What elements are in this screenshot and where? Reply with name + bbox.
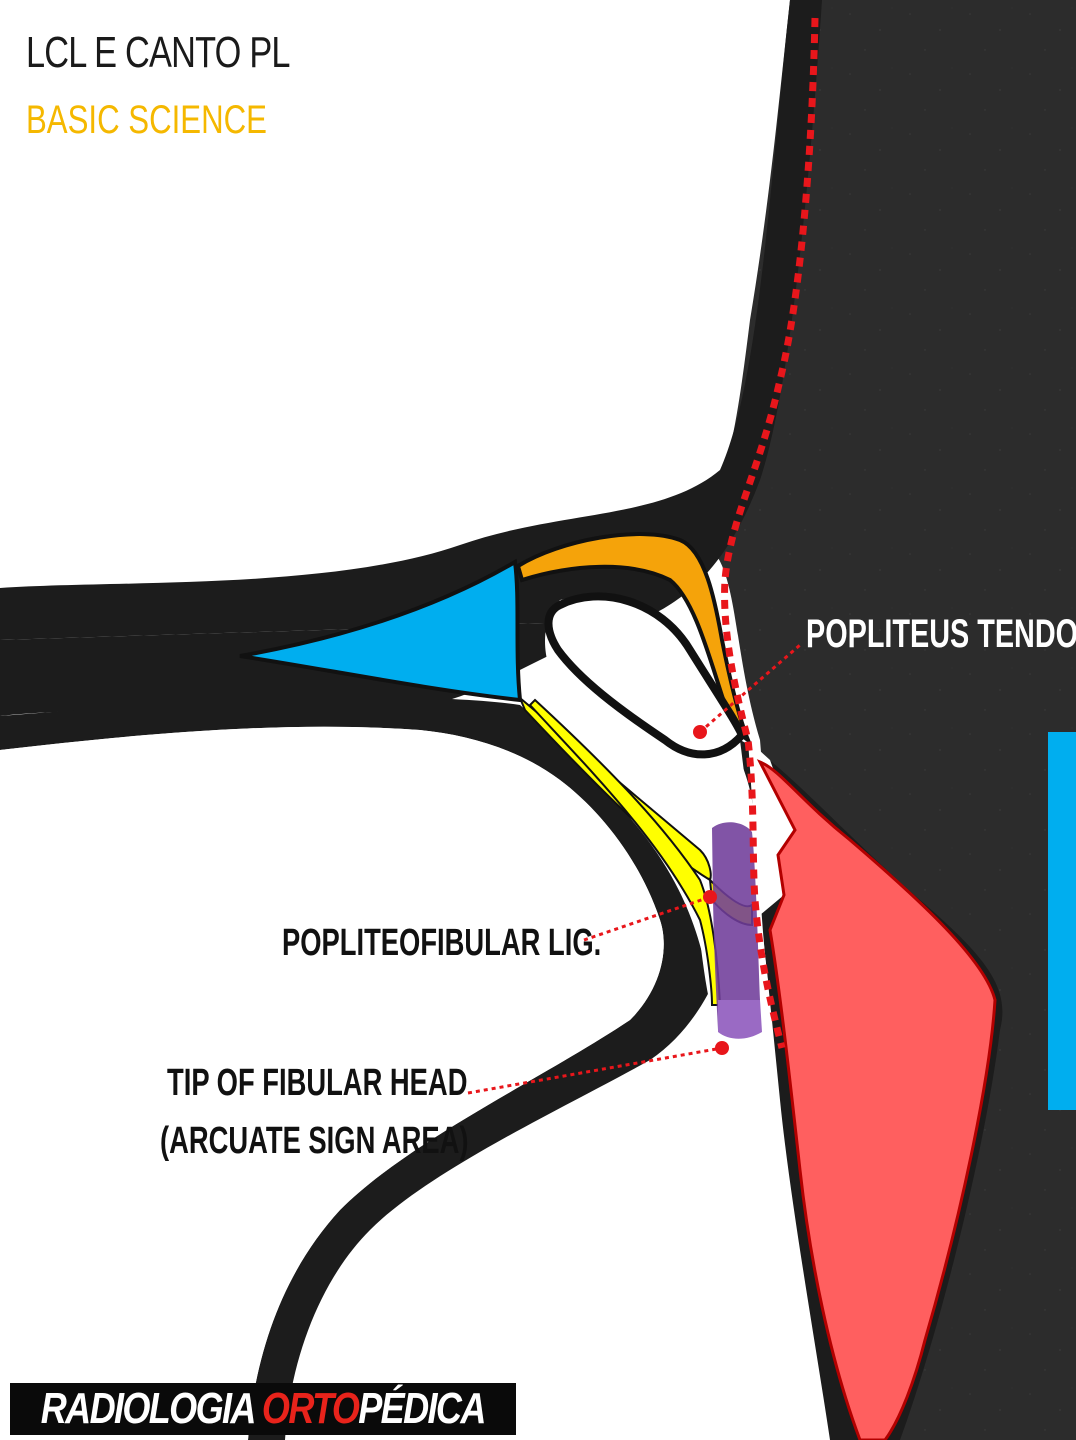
label-arcuate-sign-area: (ARCUATE SIGN AREA) <box>160 1120 469 1163</box>
label-popliteofibular-ligament: POPLITEOFIBULAR LIG. <box>282 922 601 965</box>
purple-ligament-tip <box>718 1000 762 1039</box>
logo-text-orto: ORTO <box>262 1384 358 1433</box>
logo-text-radiologia: RADIOLOGIA <box>41 1384 262 1433</box>
leader-pfl-dot <box>703 890 717 904</box>
blue-edge-bar <box>1048 732 1076 1110</box>
brand-logo: RADIOLOGIA ORTOPÉDICA <box>10 1383 516 1435</box>
logo-text-pedica: PÉDICA <box>359 1384 485 1433</box>
page-subtitle: BASIC SCIENCE <box>26 98 267 143</box>
label-popliteus-tendon: POPLITEUS TENDON <box>806 612 1076 657</box>
label-tip-fibular-head: TIP OF FIBULAR HEAD <box>167 1062 467 1105</box>
upper-contour <box>0 0 822 640</box>
leader-tip-dot <box>715 1041 729 1055</box>
page-title: LCL E CANTO PL <box>26 28 290 78</box>
leader-popliteus-dot <box>693 725 707 739</box>
